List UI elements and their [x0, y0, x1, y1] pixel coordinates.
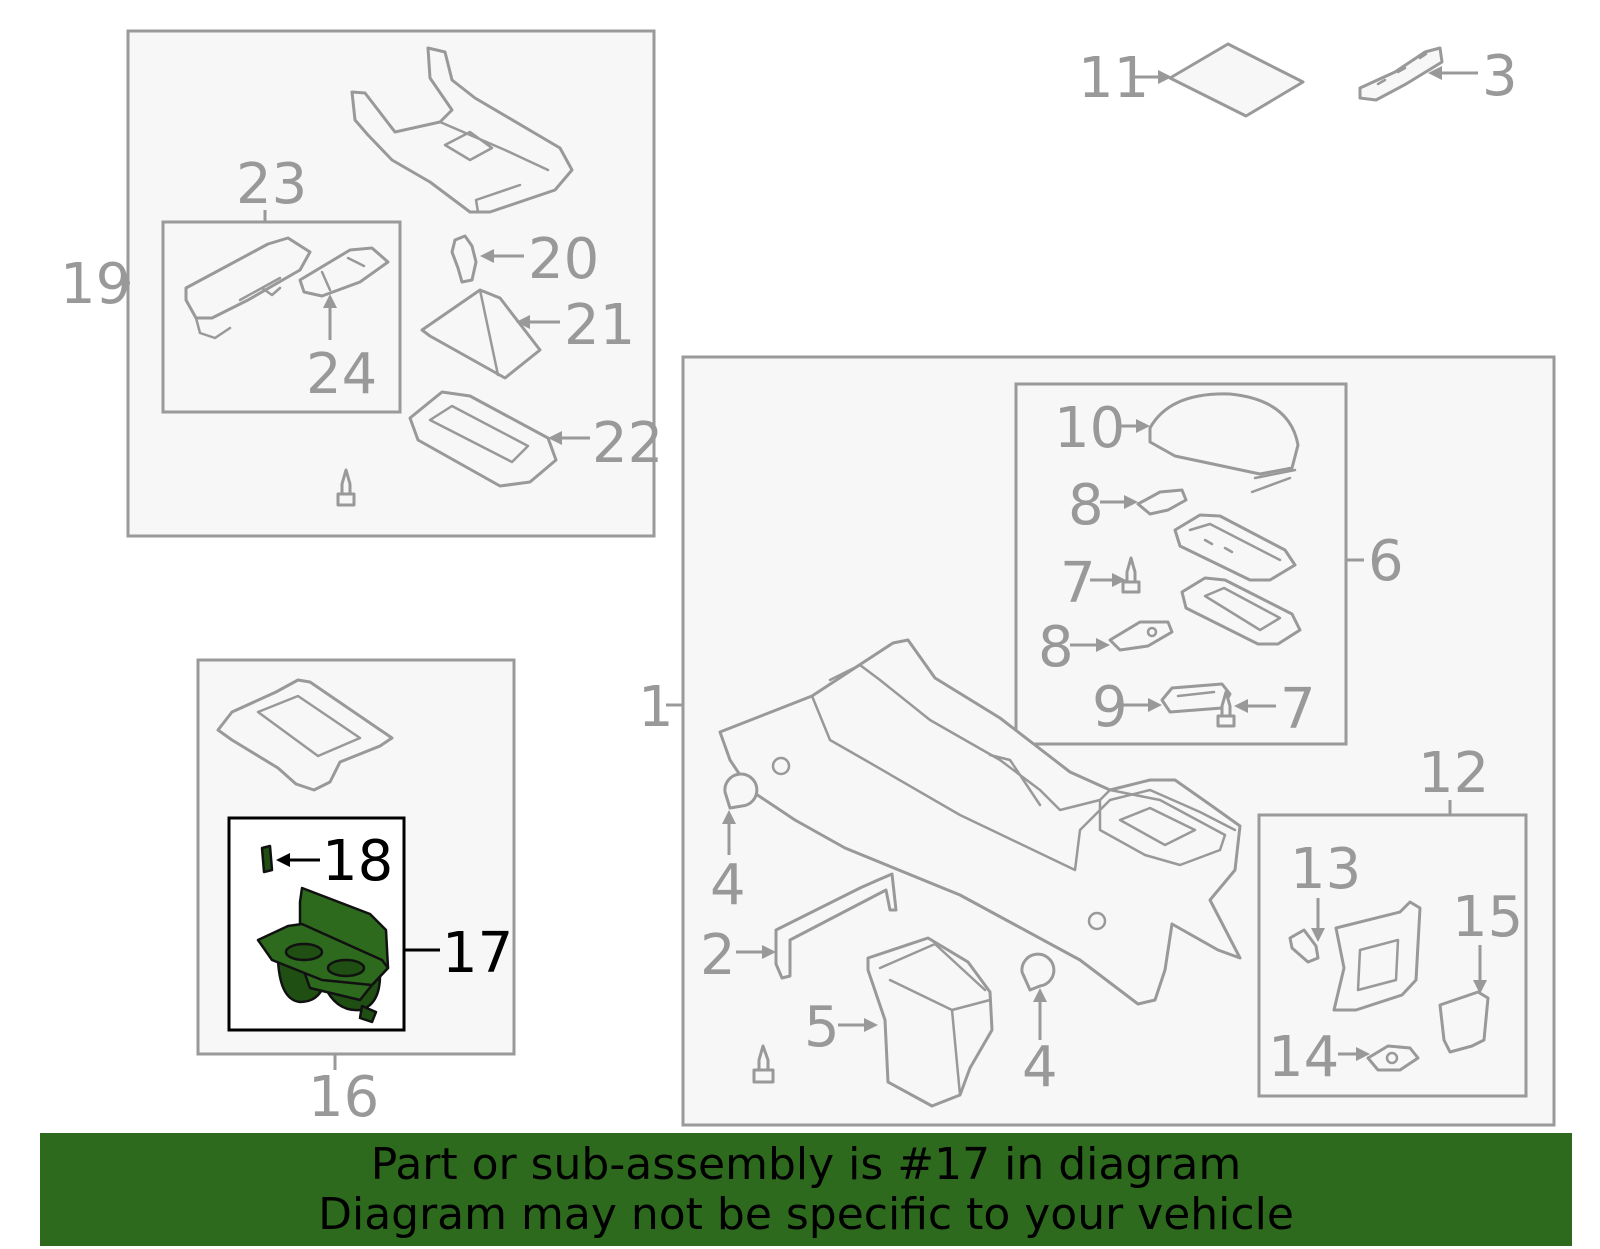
label-6: 6 [1368, 529, 1404, 594]
label-15: 15 [1452, 885, 1523, 950]
label-4-left: 4 [710, 853, 746, 918]
label-20: 20 [528, 227, 599, 292]
label-4-right: 4 [1022, 1035, 1058, 1100]
part-19-upper-trim-panel [350, 46, 574, 214]
part-2-bracket [774, 872, 898, 980]
part-4-left-clip [723, 772, 759, 810]
label-19: 19 [60, 252, 131, 317]
label-7-lower: 7 [1280, 677, 1316, 742]
banner-line-2: Diagram may not be specific to your vehi… [318, 1188, 1294, 1240]
part-15-cap [1438, 990, 1490, 1054]
part-8-lower-latch [1108, 620, 1174, 652]
label-8-lower: 8 [1038, 615, 1074, 680]
part-7-upper-screw [1121, 556, 1141, 594]
label-22: 22 [592, 411, 663, 476]
label-12: 12 [1418, 741, 1489, 806]
label-9: 9 [1092, 675, 1128, 740]
part-12-side-cover [1332, 900, 1422, 1012]
part-11-mat [1168, 42, 1305, 118]
label-18: 18 [322, 829, 393, 894]
part-18-pad [260, 844, 274, 874]
part-13-clip [1288, 928, 1320, 964]
part-14-nut [1366, 1044, 1420, 1072]
part-6-lower-tray [1180, 576, 1302, 646]
part-17-cup-holder [256, 886, 390, 1024]
part-19-screw [336, 468, 356, 507]
label-7-upper: 7 [1060, 551, 1096, 616]
label-3: 3 [1482, 44, 1518, 109]
part-20-clip [450, 234, 478, 284]
part-5-storage-bin [866, 936, 994, 1108]
label-21: 21 [564, 293, 635, 358]
label-11: 11 [1078, 46, 1149, 111]
label-23: 23 [236, 152, 307, 217]
part-21-shift-boot [420, 288, 542, 380]
part-16-trim-bezel [216, 678, 394, 792]
part-1-console-body [718, 638, 1242, 1006]
part-6-upper-tray [1173, 513, 1297, 582]
label-10: 10 [1054, 396, 1125, 461]
leader-lines [120, 66, 1487, 1070]
part-22-shifter-bezel [408, 390, 558, 488]
banner-line-1: Part or sub-assembly is #17 in diagram [370, 1138, 1242, 1190]
label-5: 5 [804, 995, 840, 1060]
info-banner: Part or sub-assembly is #17 in diagram D… [40, 1133, 1572, 1246]
label-13: 13 [1290, 837, 1361, 902]
part-8-upper-latch [1136, 488, 1188, 516]
label-17: 17 [442, 921, 513, 986]
part-23-trim-assembly [184, 236, 312, 340]
part-9-switch [1160, 682, 1232, 714]
part-1-screw [752, 1044, 775, 1084]
label-16: 16 [308, 1065, 379, 1130]
part-3-bracket [1358, 46, 1444, 102]
label-8-upper: 8 [1068, 473, 1104, 538]
part-10-armrest-lid [1148, 392, 1300, 494]
part-4-right-clip [1020, 952, 1056, 992]
label-2: 2 [700, 923, 736, 988]
part-24-small-trim [298, 246, 390, 298]
label-24: 24 [306, 342, 377, 407]
label-14: 14 [1268, 1025, 1339, 1090]
part-7-lower-screw [1216, 690, 1236, 728]
label-1: 1 [638, 675, 674, 740]
